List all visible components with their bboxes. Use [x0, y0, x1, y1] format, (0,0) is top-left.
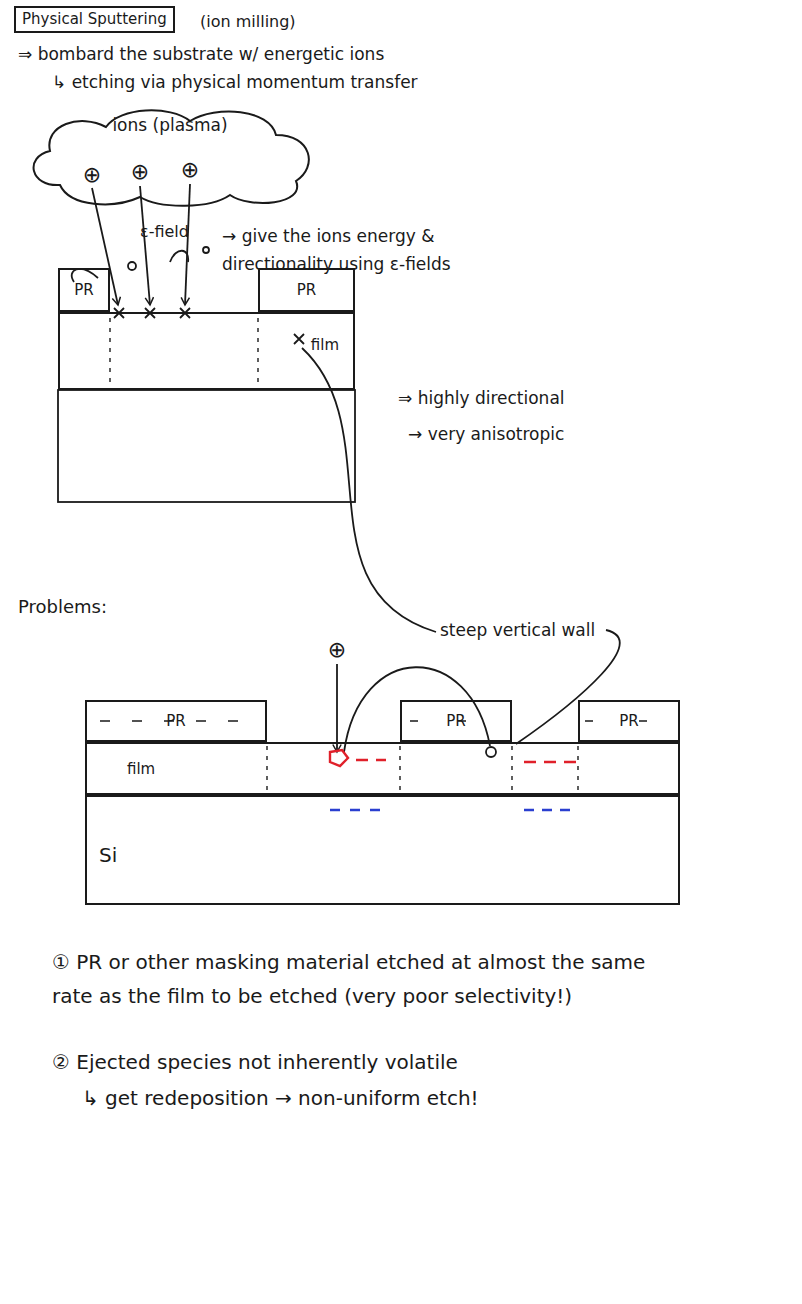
etch-front	[356, 759, 386, 761]
substrate-layer	[58, 390, 355, 502]
ion-symbol: ⊕	[181, 156, 199, 184]
trench-edge	[266, 746, 267, 792]
photoresist-block: PR	[58, 268, 110, 312]
problem-note: ② Ejected species not inherently volatil…	[52, 1050, 458, 1075]
field-curl	[72, 269, 98, 282]
node-text: film	[127, 760, 155, 778]
trench-edge	[257, 318, 258, 386]
node-text: film	[311, 336, 339, 354]
ion-symbol: ⊕	[328, 636, 346, 664]
node-text: PR	[619, 712, 638, 730]
etch-depth	[330, 809, 382, 811]
plasma-cloud: ions (plasma)	[20, 105, 320, 210]
photoresist-block: PR	[400, 700, 512, 742]
title-box: Physical Sputtering	[14, 6, 175, 33]
field-label: ε-field	[140, 222, 189, 242]
ion-arrow	[92, 188, 118, 305]
photoresist-block: PR	[578, 700, 680, 742]
node-text: PR	[297, 281, 316, 299]
impact-site	[330, 750, 348, 766]
node-text: PR	[74, 281, 93, 299]
trench-edge	[399, 746, 400, 792]
etch-front	[524, 761, 576, 763]
trench-edge	[109, 318, 110, 386]
photoresist-block: PR	[258, 268, 355, 312]
problem-note: ↳ get redeposition → non-uniform etch!	[82, 1086, 479, 1111]
ion-arrow	[336, 664, 338, 752]
photoresist-block: PR	[85, 700, 267, 742]
cloud-outline	[34, 110, 309, 205]
section-heading: Problems:	[18, 596, 107, 619]
redeposited-particle	[486, 747, 496, 757]
node-text: ions (plasma)	[112, 115, 227, 135]
note-text: ↳ etching via physical momentum transfer	[52, 72, 418, 93]
field-curl	[203, 247, 209, 253]
ion-symbol: ⊕	[131, 158, 149, 186]
trench-edge	[511, 746, 512, 792]
ion-arrow	[185, 184, 190, 305]
trench-edge	[577, 746, 578, 792]
note-text: ⇒ bombard the substrate w/ energetic ion…	[18, 44, 384, 65]
redeposition-arc	[344, 667, 490, 752]
field-curl	[170, 251, 188, 262]
callout-text: steep vertical wall	[440, 620, 595, 641]
field-curl	[128, 262, 136, 270]
subtitle: (ion milling)	[200, 12, 296, 32]
note-text: → very anisotropic	[408, 424, 564, 445]
leader-line	[516, 630, 620, 744]
note-text: ⇒ highly directional	[398, 388, 565, 409]
node-text: PR	[446, 712, 465, 730]
film-layer: film	[85, 742, 680, 795]
problem-note: ① PR or other masking material etched at…	[52, 945, 692, 1013]
film-layer: film	[58, 312, 355, 390]
note-text: → give the ions energy & directionality …	[222, 222, 454, 278]
impact-mark	[294, 334, 304, 344]
node-text: PR	[166, 712, 185, 730]
etch-depth	[524, 809, 578, 811]
ion-symbol: ⊕	[83, 161, 101, 189]
silicon-substrate: Si	[85, 795, 680, 905]
ion-arrow	[140, 186, 150, 305]
node-text: Si	[99, 843, 117, 867]
